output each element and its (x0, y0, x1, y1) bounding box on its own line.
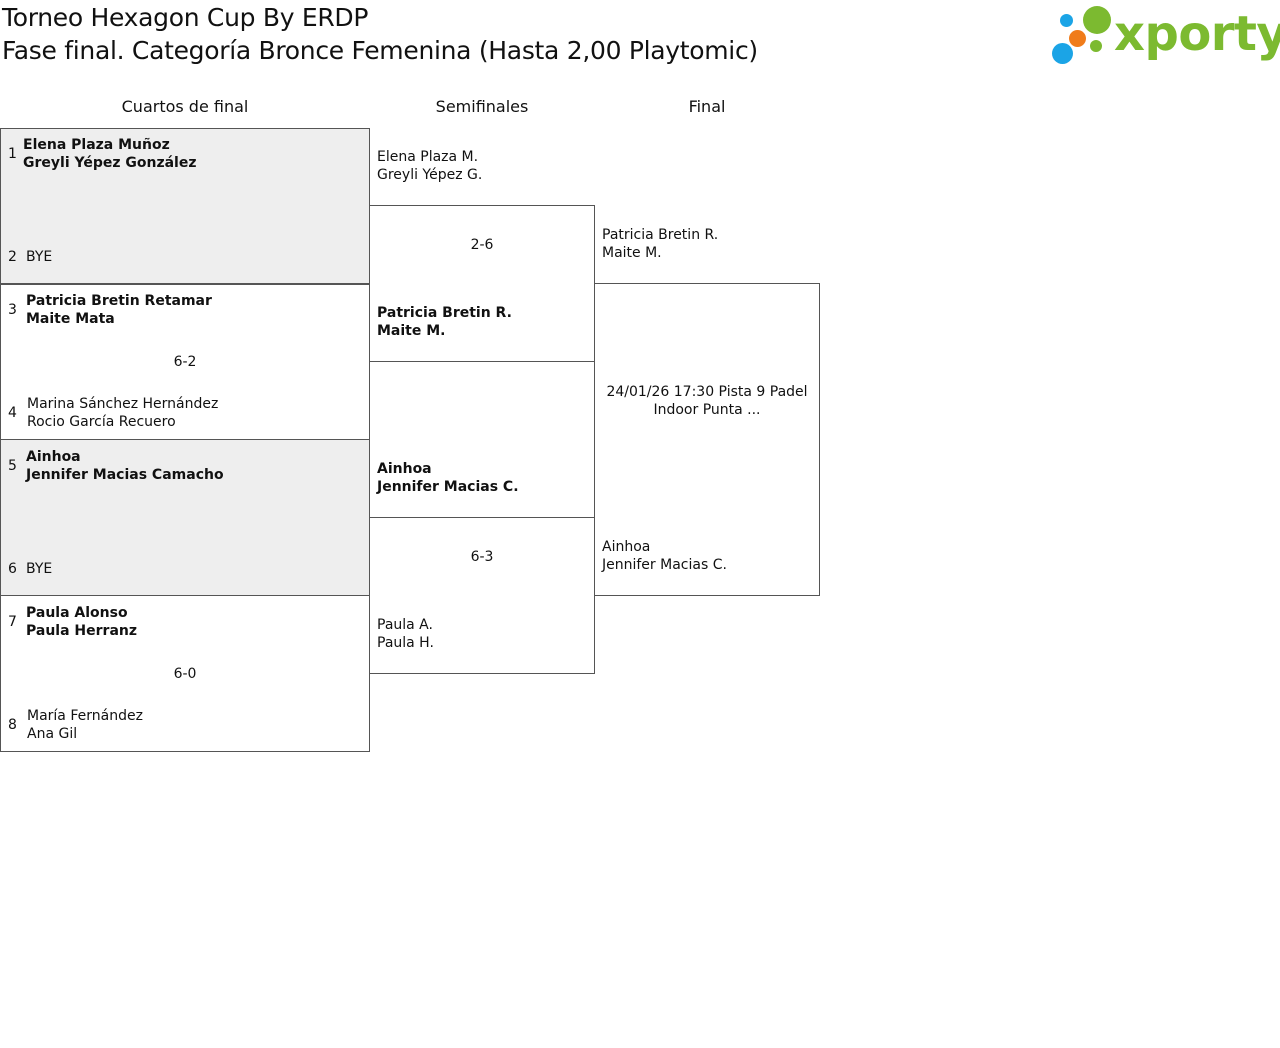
round-heading-final: Final (688, 97, 726, 116)
logo-dot-blue-top (1060, 14, 1073, 27)
match-score: 2-6 (470, 237, 494, 253)
seed-number: 1 (8, 146, 17, 162)
match-score: 6-0 (173, 666, 197, 682)
logo-dot-green (1083, 6, 1111, 34)
logo-dot-green-small (1090, 40, 1102, 52)
player-name: Ainhoa (26, 449, 81, 465)
logo-wordmark: xporty (1114, 6, 1280, 62)
seed-number: 8 (8, 717, 17, 733)
team-names: Elena Plaza Muñoz Greyli Yépez González (23, 136, 197, 172)
team-names: María Fernández Ana Gil (27, 707, 143, 743)
round-heading-quarterfinals: Cuartos de final (121, 97, 249, 116)
team-names: Ainhoa Jennifer Macias C. (377, 460, 519, 496)
seed-number: 7 (8, 614, 17, 630)
seed-number: 5 (8, 458, 17, 474)
player-name: Paula A. (377, 617, 433, 633)
quarterfinal-match-2[interactable]: 3 Patricia Bretin Retamar Maite Mata 6-2… (0, 283, 370, 440)
player-name: Paula Herranz (26, 623, 138, 639)
quarterfinal-match-1[interactable]: 1 Elena Plaza Muñoz Greyli Yépez Gonzále… (0, 128, 370, 285)
quarterfinal-match-3[interactable]: 5 Ainhoa Jennifer Macias Camacho 6 BYE (0, 439, 370, 596)
player-name: Patricia Bretin Retamar (26, 293, 212, 309)
team-names: Ainhoa Jennifer Macias Camacho (26, 448, 224, 484)
match-datetime-court: 24/01/26 17:30 Pista 9 Padel (606, 384, 808, 400)
player-name: BYE (26, 561, 53, 577)
semifinal-match-2[interactable]: 6-3 Paula A. Paula H. (369, 517, 595, 674)
player-name: Ainhoa (602, 539, 651, 555)
player-name: Maite M. (602, 245, 662, 261)
team-names: Patricia Bretin R. Maite M. (602, 226, 718, 262)
round-heading-semifinals: Semifinales (435, 97, 529, 116)
player-name: Marina Sánchez Hernández (27, 396, 219, 412)
team-names: Paula Alonso Paula Herranz (26, 604, 137, 640)
logo-dot-orange (1069, 30, 1086, 47)
logo-dot-blue-bottom (1052, 43, 1073, 64)
player-name: Greyli Yépez G. (377, 167, 483, 183)
match-score: 6-3 (470, 549, 494, 565)
player-name: Ainhoa (377, 461, 432, 477)
player-name: Paula Alonso (26, 605, 128, 621)
team-names: Ainhoa Jennifer Macias C. (602, 538, 727, 574)
player-name: BYE (26, 249, 53, 265)
team-names: Marina Sánchez Hernández Rocio García Re… (27, 395, 218, 431)
bye-label: BYE (26, 248, 52, 266)
player-name: Ana Gil (27, 726, 78, 742)
player-name: María Fernández (27, 708, 143, 724)
player-name: Patricia Bretin R. (602, 227, 719, 243)
quarterfinal-match-4[interactable]: 7 Paula Alonso Paula Herranz 6-0 8 María… (0, 595, 370, 752)
player-name: Rocio García Recuero (27, 414, 176, 430)
player-name: Jennifer Macias C. (602, 557, 727, 573)
bye-label: BYE (26, 560, 52, 578)
match-score: 6-2 (173, 354, 197, 370)
xporty-logo[interactable]: xporty (1050, 2, 1280, 68)
player-name: Jennifer Macias Camacho (26, 467, 224, 483)
match-schedule-info: 24/01/26 17:30 Pista 9 Padel Indoor Punt… (595, 383, 819, 419)
semifinal-match-1[interactable]: 2-6 Patricia Bretin R. Maite M. (369, 205, 595, 362)
team-names: Elena Plaza M. Greyli Yépez G. (377, 148, 482, 184)
player-name: Maite Mata (26, 311, 115, 327)
phase-title: Fase final. Categoría Bronce Femenina (H… (2, 36, 758, 65)
team-names: Patricia Bretin R. Maite M. (377, 304, 512, 340)
player-name: Elena Plaza Muñoz (23, 137, 170, 153)
seed-number: 6 (8, 561, 17, 577)
player-name: Patricia Bretin R. (377, 305, 512, 321)
player-name: Jennifer Macias C. (377, 479, 519, 495)
tournament-title: Torneo Hexagon Cup By ERDP (2, 3, 369, 32)
match-venue: Indoor Punta ... (653, 402, 761, 418)
team-names: Patricia Bretin Retamar Maite Mata (26, 292, 212, 328)
player-name: Greyli Yépez González (23, 155, 197, 171)
seed-number: 3 (8, 302, 17, 318)
player-name: Maite M. (377, 323, 446, 339)
team-names: Paula A. Paula H. (377, 616, 434, 652)
seed-number: 2 (8, 249, 17, 265)
player-name: Elena Plaza M. (377, 149, 479, 165)
player-name: Paula H. (377, 635, 434, 651)
final-match[interactable]: 24/01/26 17:30 Pista 9 Padel Indoor Punt… (594, 283, 820, 596)
seed-number: 4 (8, 405, 17, 421)
